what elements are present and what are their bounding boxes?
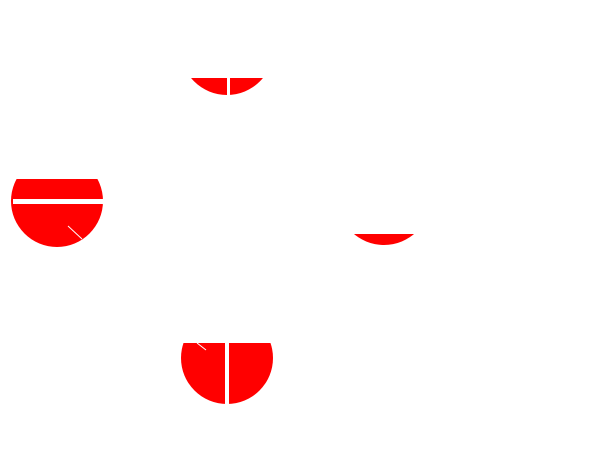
bottom-cut-circle	[181, 343, 273, 405]
top-cut-circle	[191, 78, 263, 98]
diagonal-line	[196, 343, 207, 351]
vertical-stripe	[227, 78, 230, 98]
right-cut-circle	[353, 234, 415, 245]
horizontal-stripe	[13, 199, 104, 204]
diagonal-line	[67, 225, 83, 240]
left-cut-circle	[11, 179, 104, 247]
vertical-stripe	[225, 343, 229, 405]
